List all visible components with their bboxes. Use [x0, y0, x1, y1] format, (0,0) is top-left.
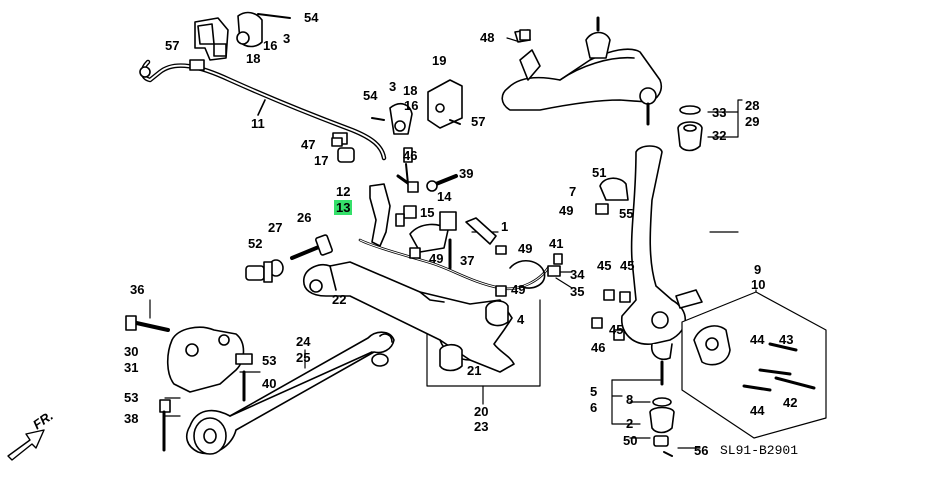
callout-56: 56 — [694, 443, 709, 458]
callout-9: 9 — [754, 262, 762, 277]
callout-26: 26 — [297, 210, 312, 225]
callout-17: 17 — [314, 153, 329, 168]
callout-24: 24 — [296, 334, 311, 349]
callout-8: 8 — [626, 392, 634, 407]
callout-42: 42 — [783, 395, 798, 410]
callout-3b: 3 — [389, 79, 397, 94]
callout-50: 50 — [623, 433, 638, 448]
callout-14: 14 — [437, 189, 452, 204]
callout-53a: 53 — [262, 353, 277, 368]
callout-22: 22 — [332, 292, 347, 307]
callout-11: 11 — [251, 116, 265, 131]
callout-7: 7 — [569, 184, 577, 199]
callout-45c: 45 — [609, 322, 624, 337]
callout-32: 32 — [712, 128, 727, 143]
arm-bolt-assembly — [245, 234, 333, 283]
callout-28: 28 — [745, 98, 760, 113]
callout-48: 48 — [480, 30, 495, 45]
callout-55: 55 — [619, 206, 634, 221]
compliance-bracket — [358, 174, 550, 291]
bump-stop — [677, 105, 703, 152]
callout-47: 47 — [301, 137, 316, 152]
callout-40: 40 — [262, 376, 277, 391]
callout-44b: 44 — [750, 403, 765, 418]
front-direction-arrow — [7, 429, 45, 461]
callout-18b: 18 — [403, 83, 418, 98]
callout-16b: 16 — [404, 98, 419, 113]
callout-53b: 53 — [124, 390, 139, 405]
callout-49c: 49 — [429, 251, 444, 266]
hub-assembly — [681, 291, 827, 439]
callout-10: 10 — [751, 277, 766, 292]
callout-49a: 49 — [559, 203, 574, 218]
steering-knuckle — [595, 145, 703, 386]
callout-44a: 44 — [750, 332, 765, 347]
small-hardware — [403, 29, 631, 341]
callout-51: 51 — [592, 165, 607, 180]
callout-27: 27 — [268, 220, 283, 235]
upper-control-arm — [501, 16, 663, 126]
callout-37: 37 — [460, 253, 475, 268]
callout-49d: 49 — [511, 282, 526, 297]
callout-30: 30 — [124, 344, 139, 359]
callout-54b: 54 — [363, 88, 378, 103]
callout-57a: 57 — [165, 38, 180, 53]
callout-5: 5 — [590, 384, 598, 399]
callout-38: 38 — [124, 411, 139, 426]
callout-25: 25 — [296, 350, 311, 365]
callout-18a: 18 — [246, 51, 261, 66]
callout-39: 39 — [459, 166, 474, 181]
callout-57b: 57 — [471, 114, 486, 129]
callout-41: 41 — [549, 236, 564, 251]
callout-2: 2 — [626, 416, 634, 431]
callout-36: 36 — [130, 282, 145, 297]
callout-31: 31 — [124, 360, 139, 375]
callout-20: 20 — [474, 404, 489, 419]
stabilizer-link-bracket — [331, 79, 463, 163]
callout-45b: 45 — [620, 258, 635, 273]
callout-19: 19 — [432, 53, 447, 68]
callout-35: 35 — [570, 284, 585, 299]
callout-12: 12 — [336, 184, 351, 199]
callout-46a: 46 — [403, 148, 418, 163]
radius-rod-mount — [125, 315, 253, 402]
callout-16a: 16 — [263, 38, 278, 53]
callout-1: 1 — [501, 219, 509, 234]
callout-34: 34 — [570, 267, 585, 282]
callout-54a: 54 — [304, 10, 319, 25]
diagram-code: SL91-B2901 — [720, 443, 799, 458]
callout-52: 52 — [248, 236, 263, 251]
ball-joint-boot — [649, 397, 675, 457]
callout-45a: 45 — [597, 258, 612, 273]
callout-21: 21 — [467, 363, 482, 378]
callout-33: 33 — [712, 105, 727, 120]
callout-23: 23 — [474, 419, 489, 434]
callout-15: 15 — [420, 205, 435, 220]
callout-46b: 46 — [591, 340, 606, 355]
callout-43: 43 — [779, 332, 794, 347]
callout-29: 29 — [745, 114, 760, 129]
radius-rod — [159, 331, 395, 455]
stabilizer-bracket-upper — [194, 11, 291, 61]
lower-control-arm — [302, 261, 515, 373]
callout-49b: 49 — [518, 241, 533, 256]
sensor-wire — [509, 253, 563, 289]
callout-3a: 3 — [283, 31, 291, 46]
callout-4: 4 — [517, 312, 525, 327]
stabilizer-bar — [139, 59, 387, 161]
callout-13: 13 — [334, 200, 353, 215]
callout-6: 6 — [590, 400, 598, 415]
